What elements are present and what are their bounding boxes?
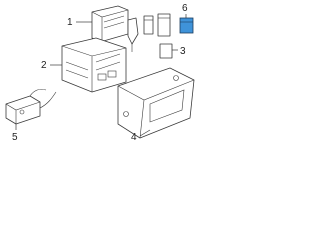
part-4-bracket <box>117 67 195 139</box>
part-2-module <box>61 37 127 93</box>
part-6-fuse <box>179 17 194 34</box>
leader-4 <box>139 129 151 137</box>
callout-2: 2 <box>41 60 47 71</box>
small-connector <box>127 17 139 52</box>
parts-diagram: 1 2 3 4 5 6 <box>5 3 195 143</box>
callout-5: 5 <box>12 132 18 143</box>
callout-4: 4 <box>131 132 137 143</box>
callout-1: 1 <box>67 17 73 28</box>
relay-group <box>143 13 173 59</box>
part-1-fuse-box-cover <box>91 5 129 43</box>
callout-6: 6 <box>182 3 188 14</box>
callout-3: 3 <box>180 46 186 57</box>
part-5-harness <box>5 88 57 125</box>
